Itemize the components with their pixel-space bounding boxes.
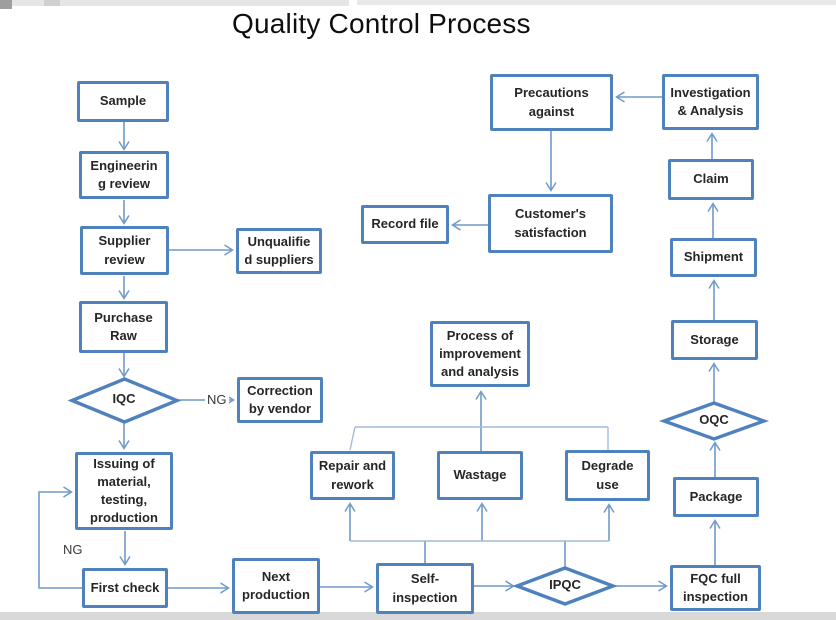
top-edge-bar-left [12,0,349,6]
node-issuing-material: Issuing of material, testing, production [75,452,173,530]
node-shipment-label: Shipment [683,249,744,265]
node-self-inspection: Self- inspection [376,563,474,614]
top-edge-corner-fragment [0,0,12,9]
node-customer-satisfaction: Customer's satisfaction [488,194,613,253]
bottom-edge-bar [0,612,836,620]
edge-firstcheck-ng-loop [38,486,82,589]
node-purchase-raw: Purchase Raw [79,301,168,353]
node-unqualified-suppliers-label: Unqualifie d suppliers [244,233,314,267]
iqc-ng-label: NG [205,392,229,407]
node-wastage: Wastage [437,451,523,500]
node-correction-by-vendor-label: Correction by vendor [247,382,313,416]
node-storage-label: Storage [690,331,739,347]
node-package-label: Package [689,488,743,504]
node-record-file: Record file [361,205,449,244]
ipqc-diamond-label: IPQC [549,577,581,592]
node-fqc-full-inspection: FQC full inspection [670,565,761,611]
top-edge-bar-notch [44,0,60,6]
node-sample-label: Sample [99,93,147,109]
node-sample: Sample [77,81,169,122]
oqc-diamond-label: OQC [699,412,729,427]
node-shipment: Shipment [670,238,757,277]
node-package: Package [673,477,759,517]
node-precautions-against-label: Precautions against [514,85,589,119]
node-first-check: First check [82,568,168,608]
node-correction-by-vendor: Correction by vendor [237,377,323,423]
node-fqc-full-inspection-label: FQC full inspection [682,570,748,604]
node-engineering-review: Engineerin g review [79,151,169,199]
node-investigation-analysis-label: Investigation & Analysis [670,84,751,118]
node-degrade-use: Degrade use [565,450,650,501]
node-record-file-label: Record file [371,216,439,232]
node-repair-and-rework: Repair and rework [310,451,395,500]
node-supplier-review-label: Supplier review [98,233,151,267]
node-storage: Storage [671,320,758,360]
iqc-diamond-label: IQC [112,391,136,406]
node-unqualified-suppliers: Unqualifie d suppliers [236,228,322,274]
node-process-improvement: Process of improvement and analysis [430,321,530,387]
node-issuing-material-label: Issuing of material, testing, production [90,455,158,526]
node-supplier-review: Supplier review [80,226,169,275]
top-edge-bar-right [357,0,836,5]
node-degrade-use-label: Degrade use [581,458,634,492]
node-next-production-label: Next production [242,568,310,602]
node-investigation-analysis: Investigation & Analysis [662,74,759,130]
node-self-inspection-label: Self- inspection [392,571,458,605]
node-claim-label: Claim [693,171,729,187]
node-next-production: Next production [232,558,320,614]
collector-to-repair-top [349,426,356,451]
node-customer-satisfaction-label: Customer's satisfaction [514,206,587,240]
node-process-improvement-label: Process of improvement and analysis [439,327,521,380]
node-precautions-against: Precautions against [490,74,613,131]
node-wastage-label: Wastage [453,467,507,483]
node-engineering-review-label: Engineerin g review [90,157,158,191]
page-title: Quality Control Process [232,8,531,39]
first-check-ng-label: NG [63,542,83,557]
iqc-diamond [67,377,182,424]
oqc-diamond [658,401,770,441]
node-repair-and-rework-label: Repair and rework [318,458,387,492]
node-purchase-raw-label: Purchase Raw [94,309,153,343]
node-claim: Claim [668,159,754,200]
node-first-check-label: First check [90,579,160,595]
ipqc-diamond [512,566,618,606]
